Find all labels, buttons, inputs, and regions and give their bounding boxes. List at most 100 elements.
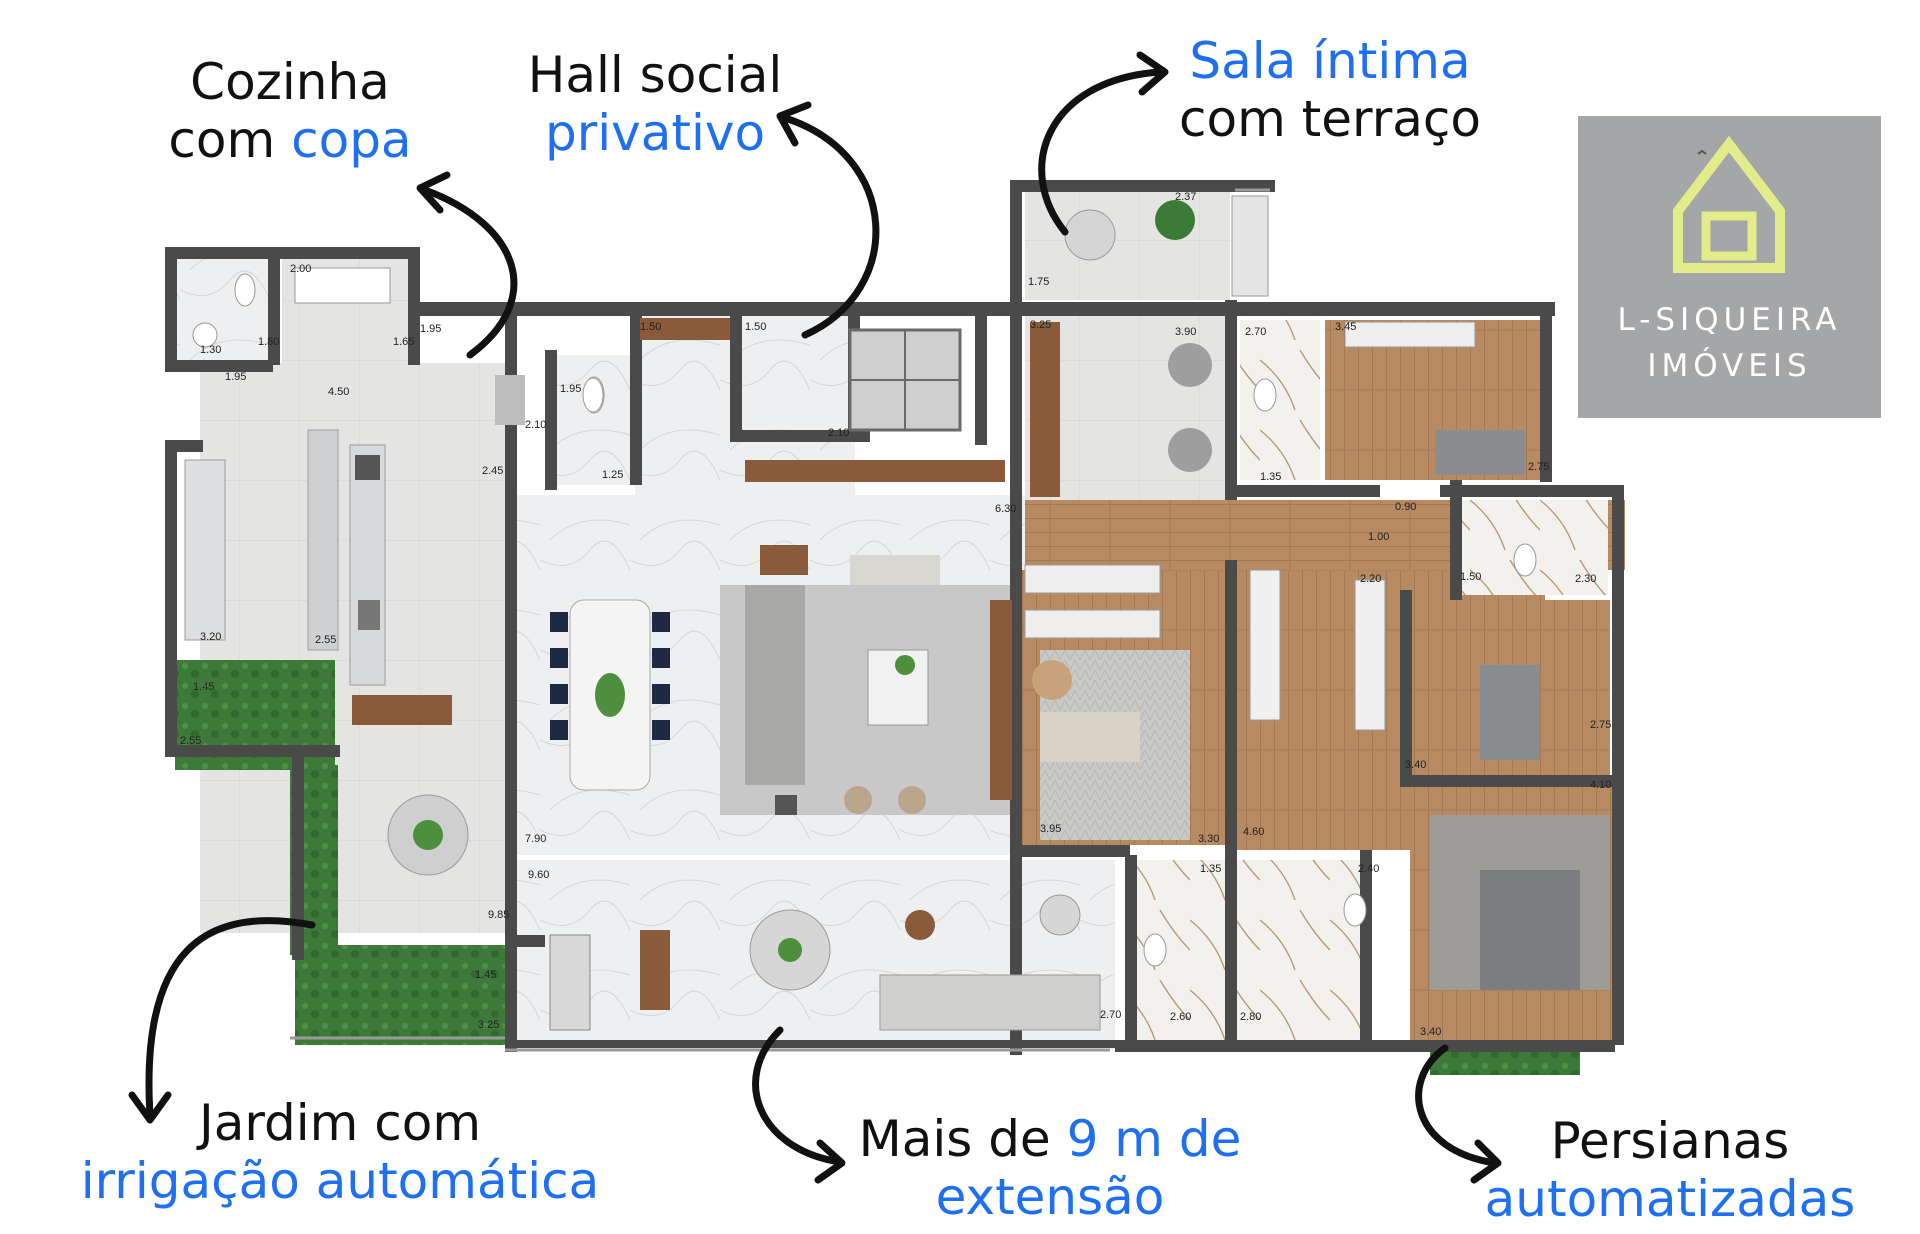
dim-label: 1.50 <box>1460 571 1481 583</box>
callout-extensao-accent: 9 m de <box>1066 1110 1242 1168</box>
dim-label: 1.95 <box>560 383 581 395</box>
dim-label: 1.45 <box>475 969 496 981</box>
sala-intima-furniture <box>1030 195 1269 497</box>
dimension-labels: 2.00 1.95 1.30 1.80 1.65 1.95 4.50 2.10 … <box>180 191 1611 1038</box>
dim-label: 1.45 <box>193 681 214 693</box>
callout-sala-accent: Sala íntima <box>1189 32 1471 90</box>
dim-label: 2.30 <box>1575 573 1596 585</box>
arrow-extensao-head <box>814 1139 846 1184</box>
dim-label: 2.75 <box>1528 461 1549 473</box>
callout-jardim-line1: Jardim com <box>198 1094 482 1152</box>
callout-hall-line1: Hall social <box>527 46 783 104</box>
dining-furniture <box>550 599 670 791</box>
dim-label: 4.50 <box>328 386 349 398</box>
varanda-furniture <box>549 894 1101 1031</box>
dim-label: 1.95 <box>225 371 246 383</box>
dim-label: 2.80 <box>1240 1011 1261 1023</box>
dim-label: 2.55 <box>315 634 336 646</box>
dim-label: 1.35 <box>1260 471 1281 483</box>
bath-fixtures <box>192 267 1537 967</box>
callout-arrows <box>128 51 1502 1184</box>
dim-label: 3.20 <box>200 631 221 643</box>
dim-label: 1.95 <box>420 323 441 335</box>
dim-label: 2.20 <box>1360 573 1381 585</box>
arrow-sala <box>1038 68 1164 236</box>
living-furniture <box>720 545 1012 815</box>
window-lines <box>290 188 1270 1052</box>
callout-hall: Hall social privativo <box>510 46 800 162</box>
callout-sala: Sala íntima com terraço <box>1170 32 1490 148</box>
dim-label: 1.65 <box>393 336 414 348</box>
dim-label: 3.30 <box>1198 833 1219 845</box>
dim-label: 3.40 <box>1405 759 1426 771</box>
arrow-jardim <box>145 917 316 1119</box>
dim-label: 3.95 <box>1040 823 1061 835</box>
walls <box>165 180 1624 1055</box>
dim-label: 2.40 <box>1358 863 1379 875</box>
house-icon <box>1673 135 1785 273</box>
arrow-sala-head <box>1136 51 1169 96</box>
dim-label: 3.40 <box>1420 1026 1441 1038</box>
dim-label: 1.35 <box>1200 863 1221 875</box>
dim-label: 1.25 <box>602 469 623 481</box>
arrow-persianas <box>1415 1044 1499 1167</box>
floor-bath-right <box>1458 500 1608 595</box>
arrow-jardim-head <box>128 1091 172 1124</box>
floor-bath-bottom-2 <box>1235 860 1365 1040</box>
dim-label: 2.55 <box>180 735 201 747</box>
dim-label: 9.85 <box>488 909 509 921</box>
dim-label: 1.00 <box>1368 531 1389 543</box>
arrow-persianas-head <box>1470 1139 1502 1184</box>
callout-sala-line2: com terraço <box>1178 90 1481 148</box>
callout-jardim-accent: irrigação automática <box>80 1152 600 1210</box>
dim-label: 9.60 <box>528 869 549 881</box>
dim-label: 4.60 <box>1243 826 1264 838</box>
garden-bottom <box>295 945 505 1045</box>
callout-hall-accent: privativo <box>544 104 766 162</box>
callout-jardim: Jardim com irrigação automática <box>75 1094 605 1210</box>
floor-terraco <box>1025 190 1230 300</box>
callout-kitchen-prefix: com <box>168 111 292 169</box>
dim-label: 1.30 <box>200 344 221 356</box>
hall-furniture <box>583 318 1005 482</box>
dim-label: 2.37 <box>1175 191 1196 203</box>
callout-kitchen-line1: Cozinha <box>190 53 390 111</box>
dim-label: 2.70 <box>1100 1009 1121 1021</box>
dim-label: 6.30 <box>995 503 1016 515</box>
dim-label: 2.60 <box>1170 1011 1191 1023</box>
dim-label: 4.10 <box>1590 779 1611 791</box>
arrow-kitchen-head <box>416 171 451 214</box>
arrow-hall <box>781 114 880 339</box>
callout-kitchen-accent: copa <box>291 111 412 169</box>
dim-label: 3.90 <box>1175 326 1196 338</box>
dim-label: 2.10 <box>525 419 546 431</box>
dim-label: 2.70 <box>1245 326 1266 338</box>
floor-lavabo <box>550 355 630 485</box>
dim-label: 1.50 <box>745 321 766 333</box>
dim-label: 2.45 <box>482 465 503 477</box>
kitchen-furniture <box>184 375 525 876</box>
callout-kitchen: Cozinha com copa <box>160 53 420 169</box>
floor-service-bath <box>168 253 268 363</box>
dim-label: 1.75 <box>1028 276 1049 288</box>
dim-label: 3.25 <box>1030 319 1051 331</box>
floor-bath-top <box>1240 320 1320 480</box>
callout-extensao: Mais de 9 m de extensão <box>855 1110 1245 1226</box>
callout-extensao-line2: extensão <box>935 1168 1165 1226</box>
dim-label: 2.75 <box>1590 719 1611 731</box>
logo-line1: L-SIQUEIRA <box>1617 302 1842 338</box>
dim-label: 2.00 <box>290 263 311 275</box>
bedroom-furniture <box>1024 321 1580 990</box>
dim-label: 1.50 <box>640 321 661 333</box>
callout-persianas-line1: Persianas <box>1550 1112 1790 1170</box>
dim-label: 1.80 <box>258 336 279 348</box>
logo-line2: IMÓVEIS <box>1647 348 1812 384</box>
callout-persianas-accent: automatizadas <box>1484 1170 1856 1228</box>
dim-label: 2.10 <box>828 427 849 439</box>
company-logo: L-SIQUEIRA IMÓVEIS <box>1578 116 1881 418</box>
arrow-kitchen <box>421 186 518 359</box>
dim-label: 0.90 <box>1395 501 1416 513</box>
arrow-hall-head <box>776 101 812 147</box>
callout-persianas: Persianas automatizadas <box>1480 1112 1860 1228</box>
